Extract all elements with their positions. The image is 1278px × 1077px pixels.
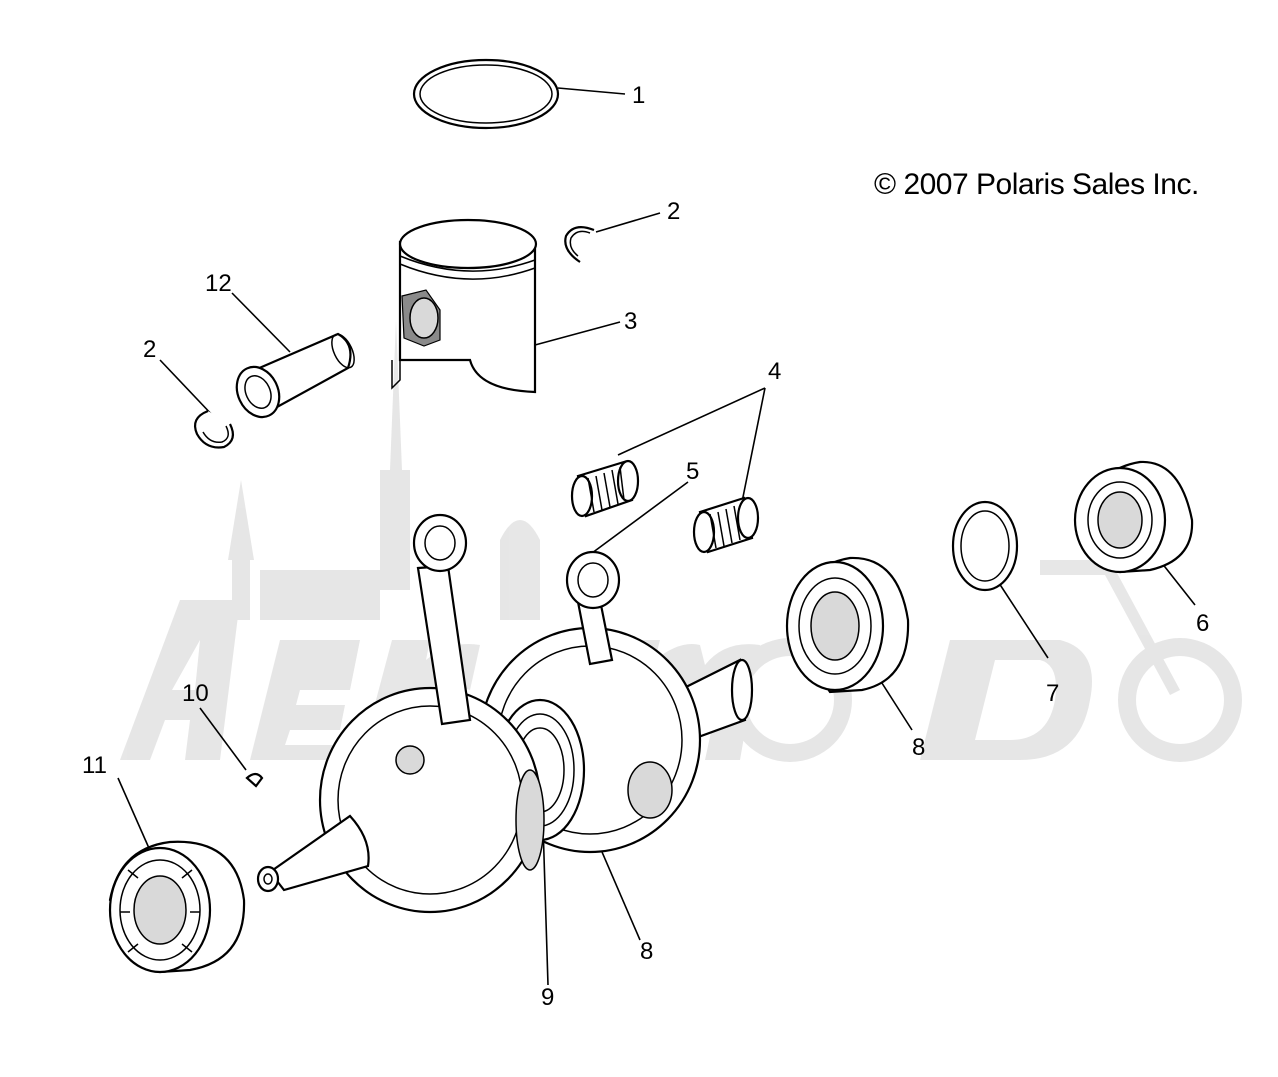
callout-11: 11 bbox=[82, 752, 107, 779]
callout-9: 9 bbox=[541, 984, 555, 1011]
main-bearing-part-middle bbox=[785, 556, 910, 694]
piston-ring-part bbox=[412, 58, 560, 130]
callout-4: 4 bbox=[768, 358, 782, 385]
callout-3: 3 bbox=[624, 308, 638, 335]
leader-lines bbox=[117, 87, 1196, 986]
callout-6: 6 bbox=[1196, 610, 1210, 637]
main-bearing-part-left bbox=[108, 840, 246, 974]
callout-7: 7 bbox=[1046, 680, 1060, 707]
callout-10: 10 bbox=[182, 680, 209, 707]
copyright-notice: © 2007 Polaris Sales Inc. bbox=[874, 168, 1199, 201]
callout-2-upper: 2 bbox=[667, 198, 681, 225]
callout-2-lower: 2 bbox=[143, 336, 157, 363]
needle-bearing-part-upper bbox=[570, 459, 640, 518]
woodruff-key-part bbox=[245, 772, 264, 788]
wrist-pin-part bbox=[235, 332, 355, 419]
callout-5: 5 bbox=[686, 458, 700, 485]
piston-part bbox=[391, 218, 538, 394]
callout-8-center: 8 bbox=[640, 938, 654, 965]
callout-1: 1 bbox=[632, 82, 646, 109]
needle-bearing-part-lower bbox=[692, 496, 760, 554]
callout-8-right: 8 bbox=[912, 734, 926, 761]
shim-washer-part bbox=[951, 500, 1019, 592]
crankshaft-assembly-part bbox=[256, 513, 754, 914]
callout-12: 12 bbox=[205, 270, 232, 297]
circlip-part-lower bbox=[193, 409, 235, 449]
main-bearing-part-right bbox=[1073, 460, 1194, 574]
circlip-part-upper bbox=[564, 225, 595, 263]
